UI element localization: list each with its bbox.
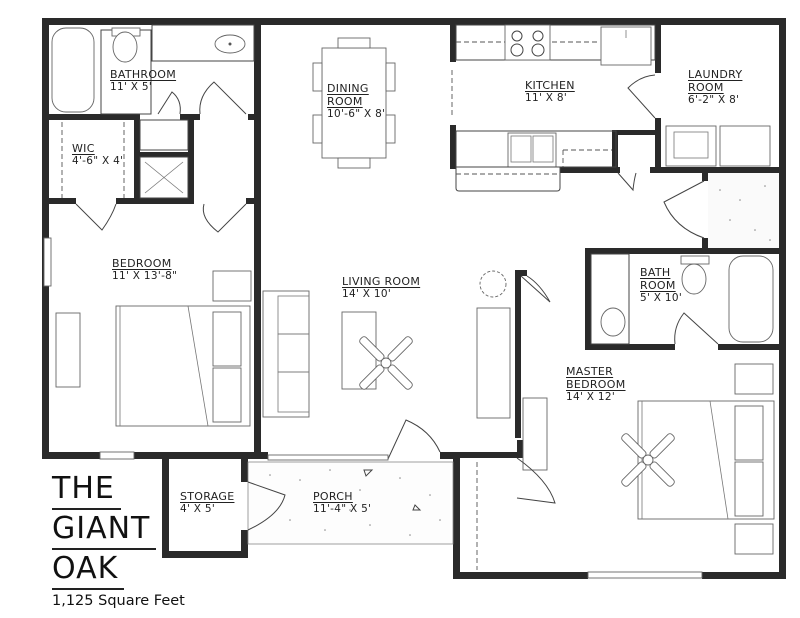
- room-name: ROOM: [688, 81, 724, 94]
- room-dimensions: 10'-6" X 8': [327, 108, 386, 120]
- laundry-appliances: [665, 125, 771, 167]
- room-label-dining: DINING ROOM 10'-6" X 8': [327, 82, 385, 121]
- master-bath-fixtures: [520, 253, 774, 345]
- square-footage: 1,125 Square Feet: [52, 593, 185, 609]
- room-dimensions: 11' X 8': [525, 92, 568, 104]
- bedroom-furniture: [43, 237, 252, 460]
- room-label-bath2: BATH ROOM 5' X 10': [640, 266, 682, 305]
- room-name: KITCHEN: [525, 79, 575, 92]
- room-dimensions: 4' X 5': [180, 503, 216, 515]
- room-name: MASTER: [566, 365, 614, 378]
- interior-walls: [42, 18, 786, 459]
- kitchen-fixtures: [455, 24, 656, 192]
- room-name: BEDROOM: [112, 257, 172, 270]
- porch-area: [247, 461, 454, 545]
- room-name: DINING: [327, 82, 369, 95]
- room-name: ROOM: [640, 279, 676, 292]
- room-name: WIC: [72, 142, 95, 155]
- bathroom-fixtures: [51, 24, 255, 233]
- room-name: BATH: [640, 266, 671, 279]
- room-name: BATHROOM: [110, 68, 177, 81]
- room-label-master-bedroom: MASTER BEDROOM 14' X 12': [566, 365, 626, 404]
- room-dimensions: 4'-6" X 4': [72, 155, 124, 167]
- room-label-wic: WIC 4'-6" X 4': [72, 142, 123, 168]
- ceiling-fan-icon: [621, 433, 675, 487]
- room-label-kitchen: KITCHEN 11' X 8': [525, 79, 575, 105]
- room-label-living: LIVING ROOM 14' X 10': [342, 275, 420, 301]
- room-label-porch: PORCH 11'-4" X 5': [313, 490, 371, 516]
- plan-title-line: THE: [52, 470, 121, 510]
- room-dimensions: 11' X 13'-8": [112, 270, 178, 282]
- room-name: STORAGE: [180, 490, 235, 503]
- room-label-bedroom: BEDROOM 11' X 13'-8": [112, 257, 177, 283]
- room-name: ROOM: [327, 95, 363, 108]
- plan-title-line: GIANT: [52, 510, 157, 550]
- living-room-furniture: [262, 270, 511, 461]
- room-label-bathroom: BATHROOM 11' X 5': [110, 68, 176, 94]
- room-dimensions: 11'-4" X 5': [313, 503, 372, 515]
- room-name: BEDROOM: [566, 378, 626, 391]
- room-name: LAUNDRY: [688, 68, 743, 81]
- room-dimensions: 6'-2" X 8': [688, 94, 740, 106]
- room-name: LIVING ROOM: [342, 275, 421, 288]
- room-dimensions: 14' X 10': [342, 288, 392, 300]
- room-dimensions: 5' X 10': [640, 292, 683, 304]
- ceiling-fan-icon: [359, 336, 413, 390]
- entry-area: [663, 173, 779, 248]
- room-name: PORCH: [313, 490, 353, 503]
- dining-table: [312, 37, 453, 169]
- room-label-laundry: LAUNDRY ROOM 6'-2" X 8': [688, 68, 742, 107]
- room-dimensions: 14' X 12': [566, 391, 616, 403]
- room-dimensions: 11' X 5': [110, 81, 153, 93]
- plan-title-block: THE GIANT OAK 1,125 Square Feet: [52, 470, 185, 609]
- plan-title-line: OAK: [52, 550, 125, 590]
- room-label-storage: STORAGE 4' X 5': [180, 490, 234, 516]
- master-bedroom-furniture: [476, 363, 775, 579]
